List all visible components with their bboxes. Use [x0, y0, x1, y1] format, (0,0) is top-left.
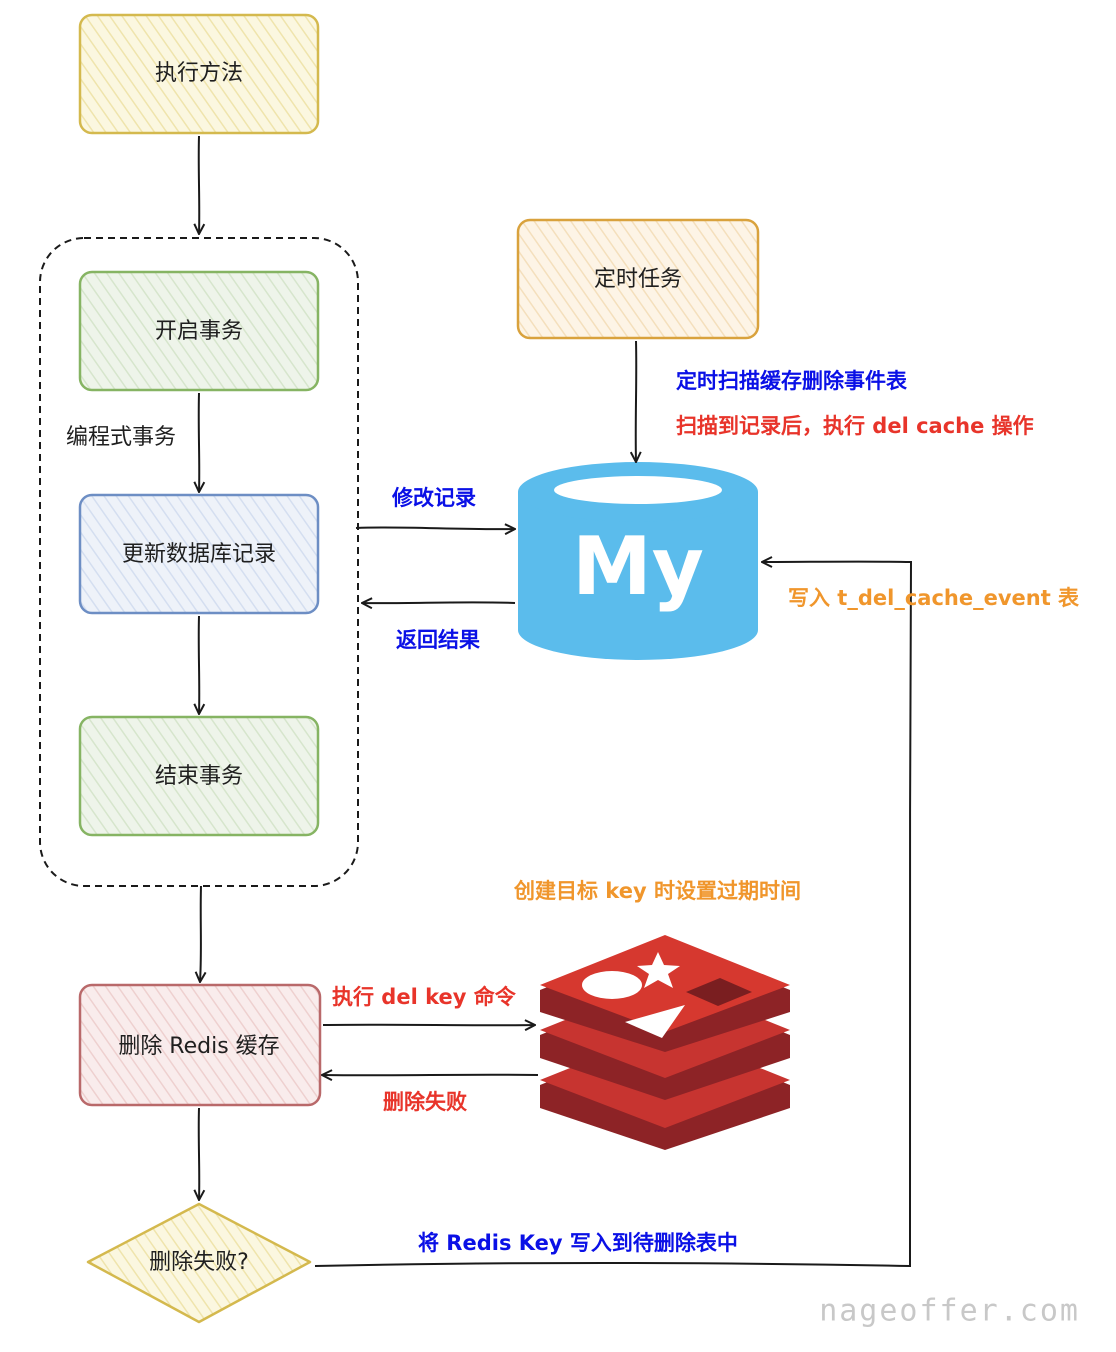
- arrow-mysql-return: [362, 602, 516, 603]
- redis-logo: [540, 935, 790, 1150]
- node-end-transaction-label: 结束事务: [155, 764, 243, 789]
- node-delete-failed-decision: 删除失败?: [86, 1202, 312, 1324]
- node-delete-failed-label: 删除失败?: [149, 1250, 249, 1275]
- node-delete-redis-label: 删除 Redis 缓存: [118, 1034, 279, 1059]
- label-scan-then-delete: 扫描到记录后，执行 del cache 操作: [676, 414, 1034, 438]
- arrow-task-to-mysql: [636, 340, 637, 462]
- label-exec-del-key: 执行 del key 命令: [332, 985, 517, 1009]
- label-write-event-table: 写入 t_del_cache_event 表: [788, 586, 1080, 610]
- label-modify-record: 修改记录: [391, 486, 476, 510]
- arrow-begin-to-update: [199, 392, 200, 492]
- connectors: [199, 135, 913, 1268]
- node-execute-method-label: 执行方法: [155, 61, 243, 86]
- arrow-update-to-end: [199, 615, 200, 714]
- node-scheduled-task-label: 定时任务: [594, 267, 682, 292]
- node-end-transaction: 结束事务: [78, 715, 320, 837]
- mysql-logo-text: My: [572, 520, 704, 613]
- label-return-result: 返回结果: [396, 628, 480, 652]
- transaction-group: [39, 237, 359, 887]
- label-scan-event-table: 定时扫描缓存删除事件表: [676, 369, 908, 393]
- arrow-decision-to-mysql: [314, 562, 913, 1268]
- node-delete-redis: 删除 Redis 缓存: [78, 983, 322, 1107]
- node-update-db-label: 更新数据库记录: [122, 542, 276, 567]
- label-write-pending-table: 将 Redis Key 写入到待删除表中: [418, 1231, 738, 1255]
- arrow-redis-fail-back: [322, 1075, 539, 1076]
- node-begin-transaction-label: 开启事务: [155, 319, 243, 344]
- node-begin-transaction: 开启事务: [78, 270, 320, 392]
- label-create-key-expire: 创建目标 key 时设置过期时间: [513, 879, 801, 903]
- label-programmatic-tx: 编程式事务: [66, 425, 176, 450]
- arrow-delete-to-redis: [322, 1025, 535, 1026]
- node-update-db: 更新数据库记录: [78, 493, 320, 615]
- mysql-logo: My: [518, 462, 758, 660]
- node-execute-method: 执行方法: [78, 13, 320, 135]
- watermark: nageoffer.com: [819, 1294, 1080, 1329]
- arrow-delete-to-decision: [199, 1107, 200, 1200]
- arrow-method-to-tx: [199, 135, 200, 234]
- node-scheduled-task: 定时任务: [516, 218, 760, 340]
- arrow-tx-to-delete-redis: [200, 885, 201, 982]
- label-delete-fail: 删除失败: [383, 1090, 467, 1114]
- arrow-update-to-mysql: [355, 527, 515, 529]
